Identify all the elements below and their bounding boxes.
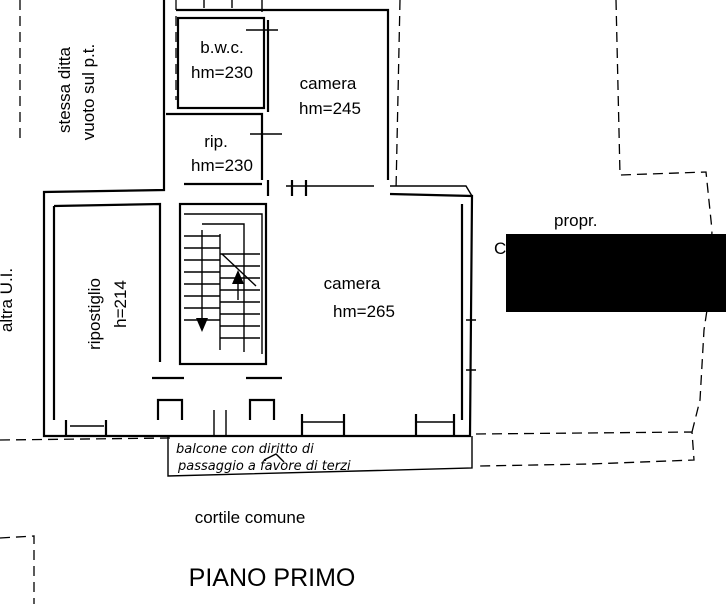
windows: [64, 319, 476, 436]
balcony-note-line2: passaggio a favore di terzi: [177, 459, 351, 474]
neighbor-vuoto-pt: vuoto sul p.t.: [79, 44, 98, 140]
balcony-note-line1: balcone con diritto di: [176, 442, 314, 457]
bwc-name: b.w.c.: [200, 38, 243, 57]
rip-height: hm=230: [191, 156, 253, 175]
doors: [266, 180, 308, 196]
courtyard-label: cortile comune: [195, 508, 306, 527]
bwc-height: hm=230: [191, 63, 253, 82]
staircase: [178, 202, 268, 366]
camera-main-height: hm=265: [333, 302, 395, 321]
ripostiglio-name: ripostiglio: [85, 278, 104, 350]
rip-name: rip.: [204, 132, 228, 151]
rip-room: [166, 112, 374, 187]
balcony: [167, 436, 473, 477]
bwc-room: [176, 0, 278, 112]
floor-title: PIANO PRIMO: [189, 564, 356, 592]
ripostiglio-height: h=214: [111, 280, 130, 328]
camera-top-name: camera: [300, 74, 357, 93]
redaction-block: [506, 234, 726, 312]
neighbor-propr: propr.: [554, 211, 597, 230]
redaction-residue-letter: C: [494, 239, 506, 258]
neighbor-altra-ui: altra U.I.: [0, 268, 16, 332]
camera-main-name: camera: [324, 274, 381, 293]
camera-top-height: hm=245: [299, 99, 361, 118]
outer-walls: [42, 0, 474, 438]
neighbor-stessa-ditta: stessa ditta: [55, 46, 74, 133]
